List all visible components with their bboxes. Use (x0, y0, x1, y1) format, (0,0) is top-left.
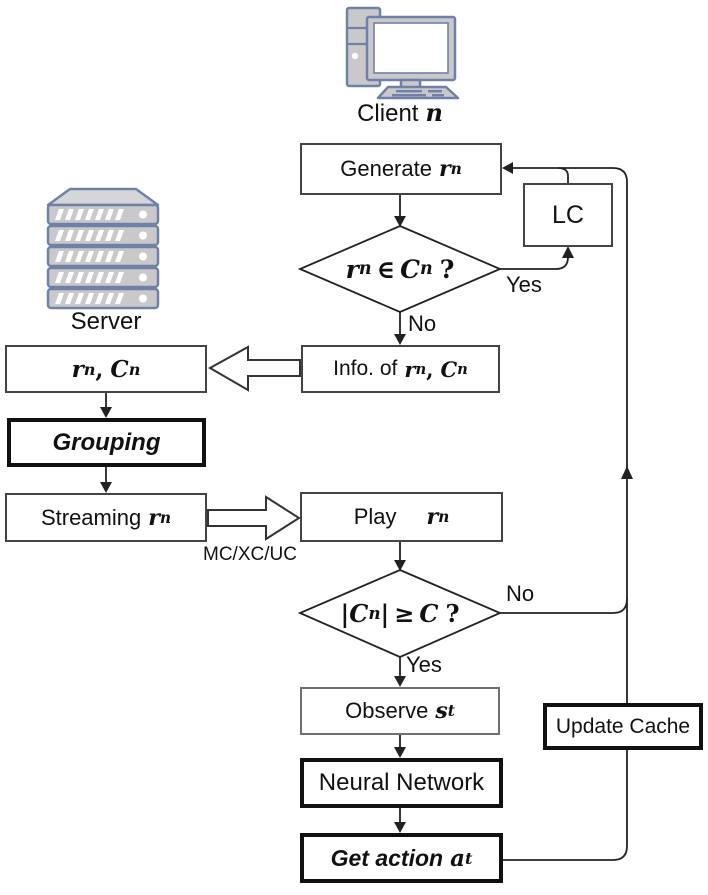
update-cache-label: Update Cache (555, 714, 691, 738)
hollow-arrow-right (207, 495, 301, 541)
arrowhead-grouping (100, 407, 112, 418)
arrowhead-info (394, 334, 406, 345)
transport-label: MC/XC/UC (203, 544, 297, 565)
hollow-arrow-left (207, 345, 301, 392)
neural-network-label: Neural Network (318, 769, 485, 796)
yes1-label: Yes (506, 272, 542, 297)
server-top (46, 187, 160, 207)
arrowhead-nn (394, 747, 406, 758)
arrowhead-d1 (394, 216, 406, 227)
lc-box: LC (523, 183, 613, 247)
lc-top-line (557, 167, 569, 183)
update-cache-box: Update Cache (543, 703, 703, 750)
client-var: n (425, 98, 443, 127)
streaming-text: Streaming (40, 504, 142, 530)
yes1-line (500, 252, 569, 270)
yes2-label: Yes (406, 652, 442, 677)
observe-text: Observe (345, 698, 429, 723)
play-text: Play (353, 504, 397, 529)
client-label: Client (357, 100, 419, 127)
arrowhead-action (394, 822, 406, 833)
lc-label: LC (552, 200, 584, 229)
arrowhead-streaming (100, 482, 112, 493)
arrowhead-observe (394, 676, 406, 687)
info-text: Info. of (333, 357, 398, 380)
monitor-screen (373, 22, 449, 74)
grouping-box: Grouping (7, 418, 206, 467)
client-computer-icon (345, 6, 460, 100)
arrowhead-loop-up (621, 466, 633, 479)
arrowhead-into-lc (562, 246, 574, 258)
arrowhead-into-generate (502, 162, 513, 174)
get-action-text: Get action (330, 844, 444, 871)
no2-line (500, 598, 628, 614)
server-stack-icon (46, 187, 160, 310)
feedback-loop-line (503, 167, 628, 861)
grouping-label: Grouping (52, 428, 161, 456)
arrowhead-d2 (394, 560, 406, 571)
server-caption: Server (46, 308, 166, 336)
no2-label: No (506, 581, 535, 606)
server-label: Server (70, 308, 142, 335)
generate-text: Generate (340, 156, 432, 181)
no1-label: No (408, 311, 437, 336)
neural-network-box: Neural Network (300, 758, 503, 808)
